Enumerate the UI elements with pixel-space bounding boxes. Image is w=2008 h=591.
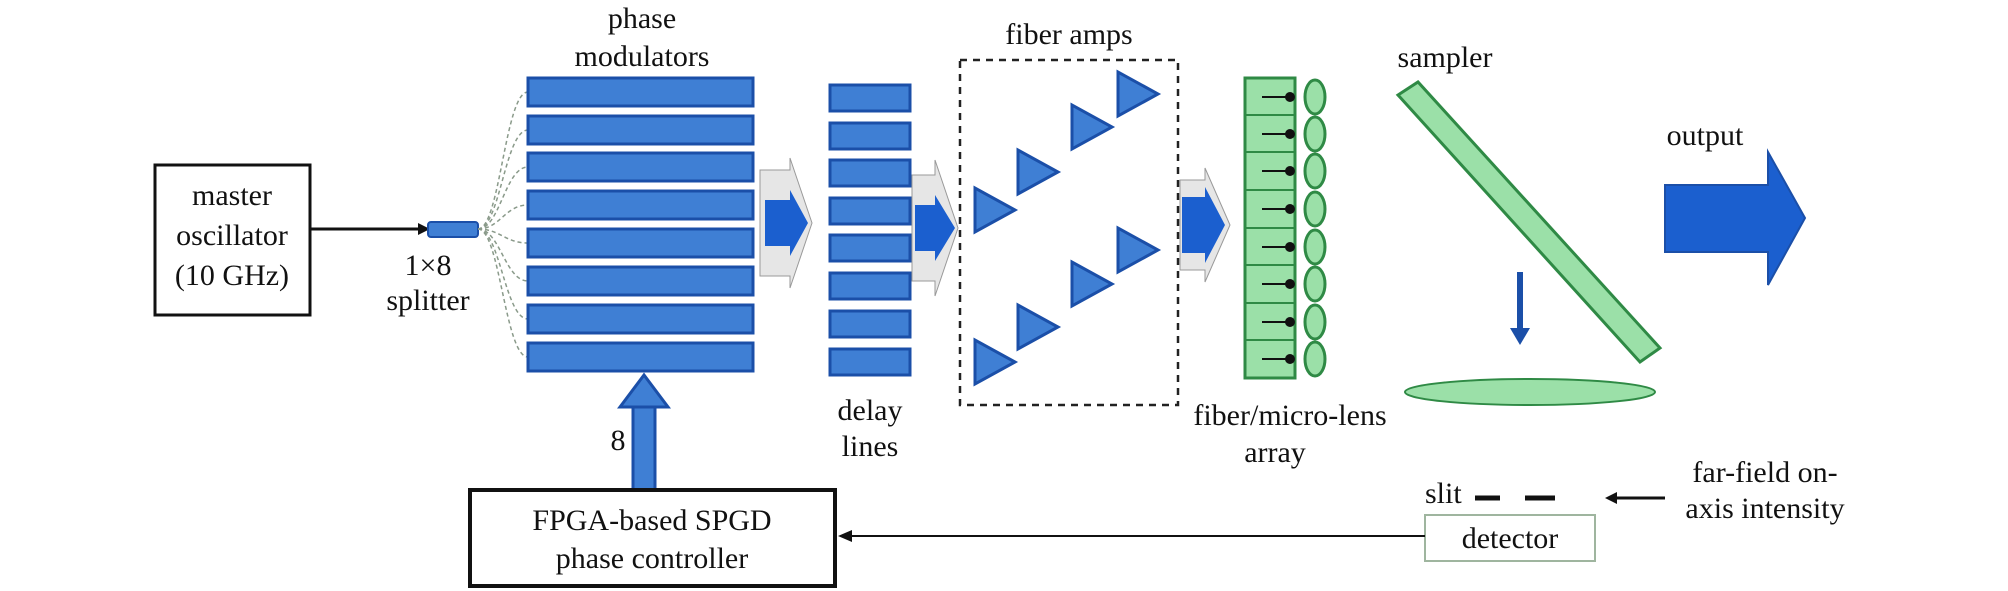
delay-line-7 bbox=[828, 309, 912, 339]
fiber-amps-box bbox=[958, 58, 1180, 407]
master-oscillator-block: master oscillator (10 GHz) bbox=[153, 163, 312, 317]
phase-modulators-label-1: phase bbox=[608, 2, 676, 35]
far-field-arrowhead bbox=[1605, 492, 1617, 504]
micro-lens-4 bbox=[1303, 190, 1327, 228]
control-arrow bbox=[617, 372, 671, 492]
delay-line-3 bbox=[828, 158, 912, 188]
splitter-label-1: 1×8 bbox=[405, 249, 452, 282]
amplifier-6-icon bbox=[1016, 302, 1062, 352]
fiber-array-label-1: fiber/micro-lens bbox=[1193, 399, 1386, 432]
output-label: output bbox=[1667, 119, 1744, 152]
beam-arrow-2 bbox=[911, 159, 959, 297]
micro-lens-6 bbox=[1303, 265, 1327, 303]
sampler-label: sampler bbox=[1398, 41, 1493, 74]
delay-line-2 bbox=[828, 121, 912, 151]
detector-block: detector bbox=[1424, 514, 1596, 562]
amplifier-4-icon bbox=[1116, 69, 1162, 119]
micro-lens-8 bbox=[1303, 340, 1327, 378]
micro-lens-1 bbox=[1303, 78, 1327, 116]
amplifier-1-icon bbox=[973, 185, 1019, 235]
phase-modulators bbox=[526, 76, 755, 373]
phase-modulators-label-2: modulators bbox=[575, 40, 710, 73]
phase-modulator-2 bbox=[526, 114, 755, 146]
phase-modulator-6 bbox=[526, 265, 755, 297]
far-field-label-2: axis intensity bbox=[1685, 492, 1844, 525]
slit-label: slit bbox=[1425, 477, 1462, 510]
delay-line-8 bbox=[828, 347, 912, 377]
beam-arrow-1 bbox=[759, 157, 813, 289]
controller-block: FPGA-based SPGD phase controller bbox=[468, 488, 837, 588]
amplifier-7-icon bbox=[1070, 259, 1116, 309]
micro-lens-7 bbox=[1303, 303, 1327, 341]
phase-modulator-8 bbox=[526, 341, 755, 373]
phase-modulator-4 bbox=[526, 189, 755, 221]
phase-modulator-3 bbox=[526, 151, 755, 183]
micro-lens-5 bbox=[1303, 228, 1327, 266]
delay-lines-label-1: delay bbox=[838, 394, 903, 427]
delay-line-4 bbox=[828, 196, 912, 226]
phase-modulator-1 bbox=[526, 76, 755, 108]
delay-lines-label-2: lines bbox=[842, 430, 899, 463]
splitter-icon bbox=[427, 221, 479, 238]
master-oscillator-label-3: (10 GHz) bbox=[175, 259, 289, 292]
oscillator-arrowhead bbox=[418, 223, 430, 235]
splitter-block: 1×8 splitter bbox=[386, 221, 479, 317]
micro-lens-3 bbox=[1303, 152, 1327, 190]
splitter-label-2: splitter bbox=[386, 284, 469, 317]
fiber-amplifiers bbox=[973, 69, 1162, 387]
delay-line-5 bbox=[828, 233, 912, 263]
sample-arrow bbox=[1510, 272, 1530, 345]
control-arrow-icon bbox=[617, 372, 671, 409]
amplifier-3-icon bbox=[1070, 102, 1116, 152]
phase-modulator-5 bbox=[526, 227, 755, 259]
sample-arrow-icon bbox=[1510, 328, 1530, 345]
delay-lines bbox=[828, 83, 912, 377]
amplifier-2-icon bbox=[1016, 147, 1062, 197]
detector-label: detector bbox=[1462, 522, 1559, 555]
delay-line-6 bbox=[828, 271, 912, 301]
far-field-label-1: far-field on- bbox=[1692, 456, 1837, 489]
phase-modulator-7 bbox=[526, 303, 755, 335]
controller-label-2: phase controller bbox=[556, 542, 748, 575]
controller-label-1: FPGA-based SPGD bbox=[532, 504, 771, 537]
fiber-array-label-2: array bbox=[1244, 436, 1306, 469]
fiber-array bbox=[1243, 76, 1297, 380]
output-arrow-icon bbox=[1664, 148, 1807, 286]
master-oscillator-label-2: oscillator bbox=[176, 219, 288, 252]
focusing-lens bbox=[1404, 378, 1656, 406]
feedback-arrowhead bbox=[838, 530, 852, 542]
master-oscillator-label-1: master bbox=[192, 179, 272, 212]
micro-lenses bbox=[1303, 78, 1327, 378]
amplifier-8-icon bbox=[1116, 225, 1162, 275]
amplifier-5-icon bbox=[973, 337, 1019, 387]
delay-line-1 bbox=[828, 83, 912, 113]
output-arrow bbox=[1664, 148, 1807, 286]
fan-out-fibers bbox=[477, 91, 529, 358]
sampler-plate bbox=[1395, 80, 1663, 364]
fiber-amps-label: fiber amps bbox=[1005, 18, 1132, 51]
micro-lens-2 bbox=[1303, 115, 1327, 153]
beam-arrow-3 bbox=[1179, 167, 1231, 283]
channel-count-label: 8 bbox=[611, 424, 626, 457]
